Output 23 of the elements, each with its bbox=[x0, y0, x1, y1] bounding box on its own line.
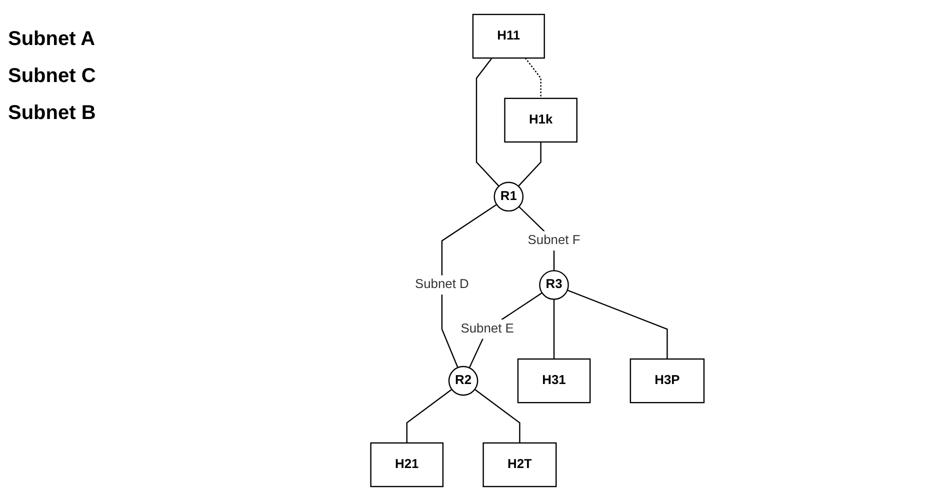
connector bbox=[554, 299, 555, 360]
node-circle: R1 bbox=[494, 182, 524, 212]
node-box: H11 bbox=[472, 14, 546, 59]
edge-label: Subnet E bbox=[460, 322, 514, 336]
node-box: H3P bbox=[630, 358, 705, 404]
node-box: H31 bbox=[517, 358, 591, 404]
connector bbox=[524, 58, 542, 98]
node-circle: R2 bbox=[448, 366, 478, 396]
connector bbox=[518, 142, 542, 187]
edge-label: Subnet D bbox=[415, 278, 469, 292]
connector bbox=[567, 290, 668, 360]
connector bbox=[476, 58, 500, 187]
connector bbox=[474, 388, 520, 443]
node-circle: R3 bbox=[539, 270, 570, 300]
node-box: H1k bbox=[504, 98, 578, 143]
connector bbox=[406, 388, 452, 443]
subnet-label: Subnet C bbox=[8, 65, 97, 88]
subnet-label: Subnet A bbox=[8, 28, 96, 51]
node-box: H2T bbox=[482, 442, 557, 488]
subnet-label: Subnet B bbox=[8, 102, 97, 125]
node-box: H21 bbox=[370, 442, 444, 488]
edge-label: Subnet F bbox=[528, 234, 580, 248]
connector bbox=[441, 204, 498, 368]
